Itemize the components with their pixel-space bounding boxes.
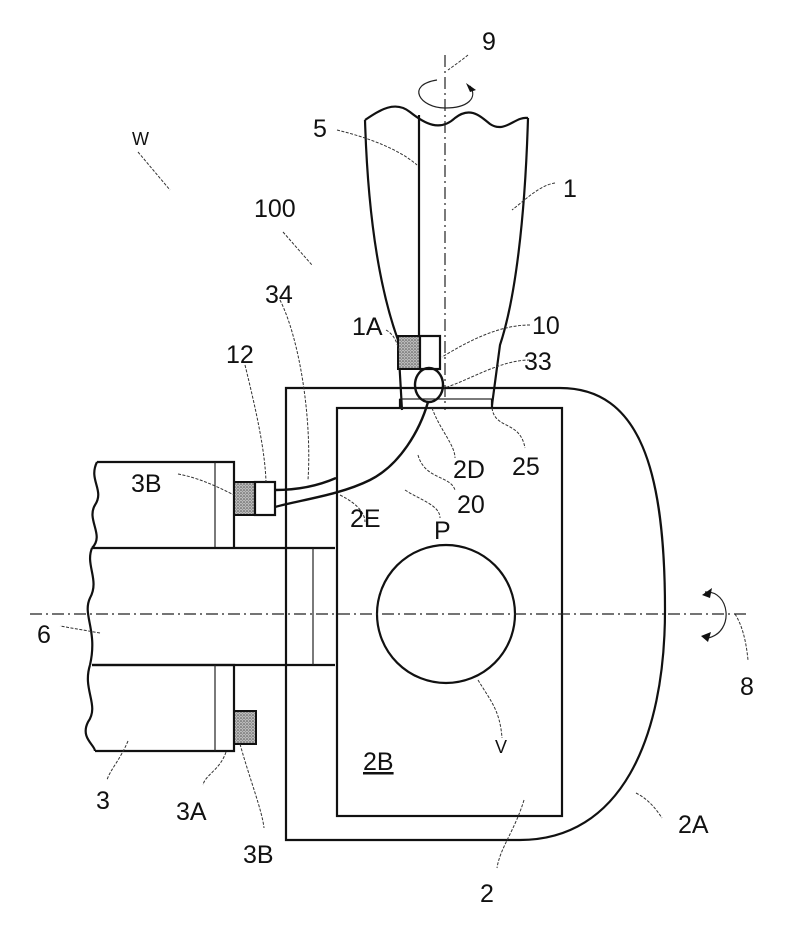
label-3a: 3A <box>176 798 207 826</box>
label-20: 20 <box>457 491 485 519</box>
wire-34 <box>274 476 337 492</box>
label-9: 9 <box>482 28 496 56</box>
spindle <box>363 105 530 411</box>
label-2d: 2D <box>453 456 485 484</box>
label-2: 2 <box>480 880 494 908</box>
rotation-arrowhead-vertical <box>466 83 476 92</box>
label-w: W <box>132 129 149 149</box>
label-6: 6 <box>37 621 51 649</box>
cable-20 <box>274 401 430 509</box>
leader-lines <box>59 54 749 869</box>
sensor-10 <box>418 334 442 371</box>
holder-lower <box>84 663 236 753</box>
label-10: 10 <box>532 312 560 340</box>
body-outer <box>284 386 667 842</box>
label-2a: 2A <box>678 811 709 839</box>
magnet-3b-lower <box>233 710 257 745</box>
label-25: 25 <box>512 453 540 481</box>
label-12: 12 <box>226 341 254 369</box>
label-v: V <box>495 737 507 757</box>
label-33: 33 <box>524 348 552 376</box>
label-2e: 2E <box>350 505 381 533</box>
label-3b-bottom: 3B <box>243 841 274 869</box>
sensor-1a <box>397 335 421 370</box>
magnet-3b-upper <box>233 481 256 516</box>
label-34: 34 <box>265 281 293 309</box>
label-p: P <box>434 517 451 545</box>
label-1: 1 <box>563 175 577 203</box>
shaft <box>86 546 335 667</box>
gap-25 <box>399 398 493 409</box>
label-8: 8 <box>740 673 754 701</box>
label-1a: 1A <box>352 313 383 341</box>
rotation-arrow-vertical <box>418 79 474 109</box>
wire-loop <box>413 366 445 404</box>
label-5: 5 <box>313 115 327 143</box>
label-3b-top: 3B <box>131 470 162 498</box>
rotation-arrow-horizontal <box>704 591 727 639</box>
label-3: 3 <box>96 787 110 815</box>
holder-upper <box>91 460 236 549</box>
label-100: 100 <box>254 195 296 223</box>
label-2b: 2B <box>363 748 394 776</box>
coupler-12 <box>253 480 277 517</box>
